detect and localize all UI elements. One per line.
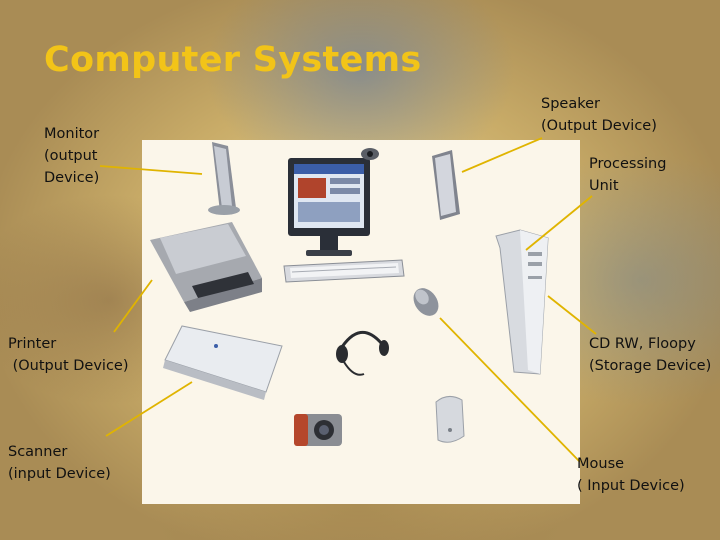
desktop-monitor-icon — [288, 158, 370, 256]
monitor-icon — [208, 142, 240, 215]
storage-drive-icon — [435, 396, 465, 443]
connector-processing — [525, 195, 593, 251]
processing-unit-icon — [495, 229, 549, 375]
label-processing-unit: Processing Unit — [589, 156, 667, 194]
connector-monitor — [99, 165, 203, 175]
label-scanner: Scanner (input Device) — [8, 444, 111, 482]
label-printer: Printer (Output Device) — [8, 336, 129, 374]
mouse-icon — [413, 288, 439, 316]
keyboard-icon — [283, 259, 405, 283]
scanner-icon — [163, 325, 283, 400]
label-cd-rw-floppy: CD RW, Floopy (Storage Device) — [589, 336, 712, 374]
printer-icon — [150, 222, 262, 312]
label-speaker: Speaker (Output Device) — [541, 96, 657, 134]
connector-lines — [99, 137, 597, 463]
connector-printer — [113, 279, 153, 333]
webcam-icon — [361, 148, 379, 160]
headset-icon — [336, 331, 389, 376]
speaker-icon — [432, 150, 460, 220]
label-monitor: Monitor (output Device) — [44, 126, 100, 186]
slide-title: Computer Systems — [44, 40, 422, 80]
camera-icon — [294, 414, 342, 446]
label-mouse: Mouse ( Input Device) — [577, 456, 685, 494]
connector-scanner — [105, 381, 193, 437]
connector-cdrw — [547, 295, 597, 335]
connector-speaker — [461, 137, 543, 173]
connector-mouse — [439, 317, 581, 463]
